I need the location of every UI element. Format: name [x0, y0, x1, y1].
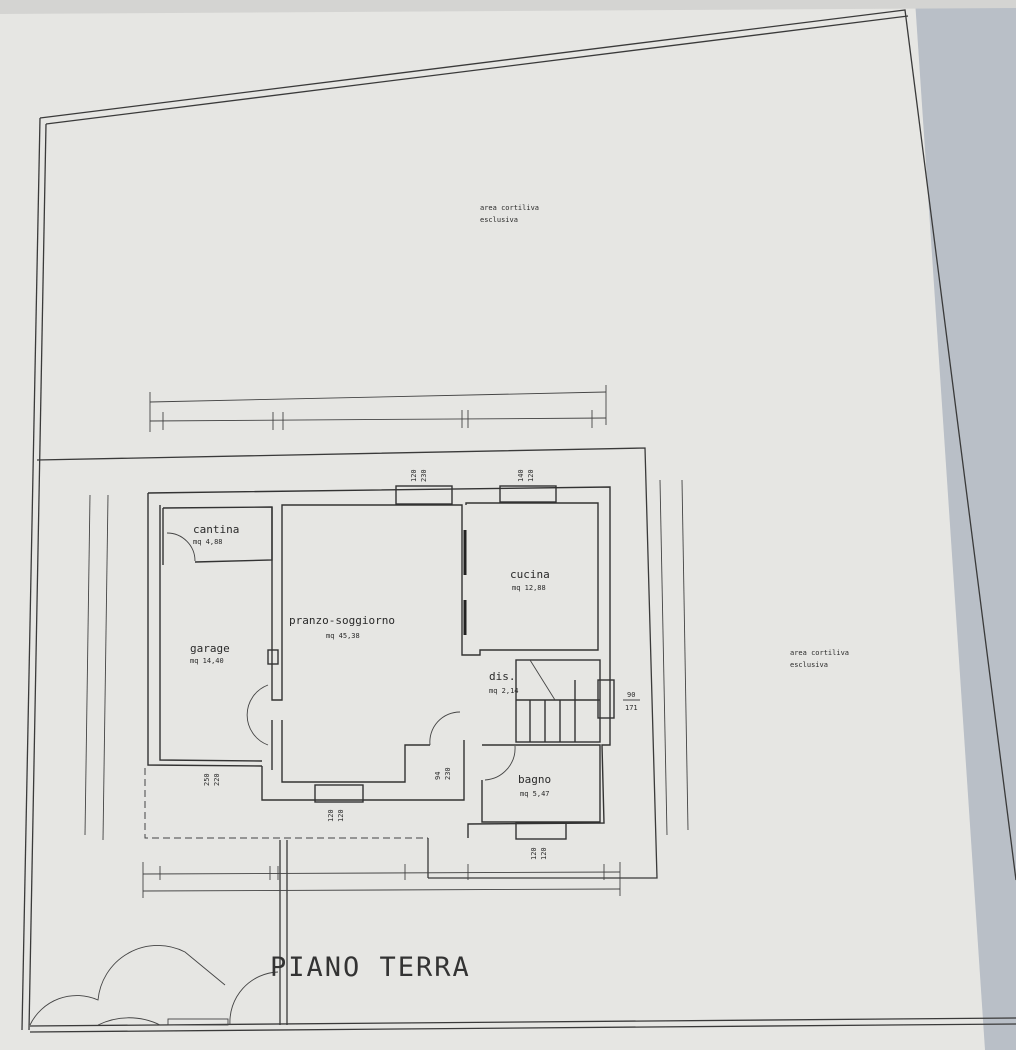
opening-label: 120 230 — [410, 469, 428, 482]
svg-text:120: 120 — [540, 847, 548, 860]
svg-text:94: 94 — [434, 772, 442, 780]
courtyard-top-line2: esclusiva — [480, 216, 518, 224]
room-garage-area: mq 14,40 — [190, 657, 224, 665]
room-pranzo-soggiorno-area: mq 45,38 — [326, 632, 360, 640]
courtyard-top-label: area cortiliva esclusiva — [480, 204, 539, 224]
room-dis-name: dis. — [489, 670, 516, 683]
svg-text:120: 120 — [337, 809, 345, 822]
courtyard-right-line2: esclusiva — [790, 661, 828, 669]
svg-text:171: 171 — [625, 704, 638, 712]
opening-label: 140 120 — [517, 469, 535, 482]
opening-label: 120 120 — [327, 809, 345, 822]
svg-text:230: 230 — [420, 469, 428, 482]
room-cucina-name: cucina — [510, 568, 550, 581]
svg-text:120: 120 — [530, 847, 538, 860]
courtyard-right-label: area cortiliva esclusiva — [790, 649, 849, 669]
dimension-lines-bottom — [142, 862, 621, 898]
dimension-lines-top — [149, 385, 607, 432]
svg-text:90: 90 — [627, 691, 635, 699]
room-cantina-name: cantina — [193, 523, 239, 536]
svg-text:220: 220 — [213, 773, 221, 786]
svg-text:120: 120 — [527, 469, 535, 482]
plan-title: PIANO TERRA — [270, 952, 471, 983]
room-garage-name: garage — [190, 642, 230, 655]
room-dis-area: mq 2,14 — [489, 687, 519, 695]
opening-label: 250 220 — [203, 773, 221, 786]
paper-shadow — [915, 0, 1016, 1050]
svg-text:230: 230 — [444, 767, 452, 780]
door-swings — [29, 532, 516, 1026]
courtyard-right-line1: area cortiliva — [790, 649, 849, 657]
room-pranzo-soggiorno-name: pranzo-soggiorno — [289, 614, 395, 627]
room-cantina-area: mq 4,88 — [193, 538, 223, 546]
dimension-lines-sides — [84, 479, 689, 841]
svg-text:120: 120 — [410, 469, 418, 482]
room-bagno-area: mq 5,47 — [520, 790, 550, 798]
opening-label: 94 230 — [434, 767, 452, 780]
opening-label: 120 120 — [530, 847, 548, 860]
yard-boundary — [36, 447, 658, 1025]
opening-label: 90 171 — [623, 691, 640, 712]
building-walls — [144, 485, 615, 840]
svg-text:140: 140 — [517, 469, 525, 482]
courtyard-top-line1: area cortiliva — [480, 204, 539, 212]
lot-boundary — [21, 9, 1016, 1033]
room-cucina-area: mq 12,88 — [512, 584, 546, 592]
svg-text:120: 120 — [327, 809, 335, 822]
room-bagno-name: bagno — [518, 773, 551, 786]
svg-text:250: 250 — [203, 773, 211, 786]
